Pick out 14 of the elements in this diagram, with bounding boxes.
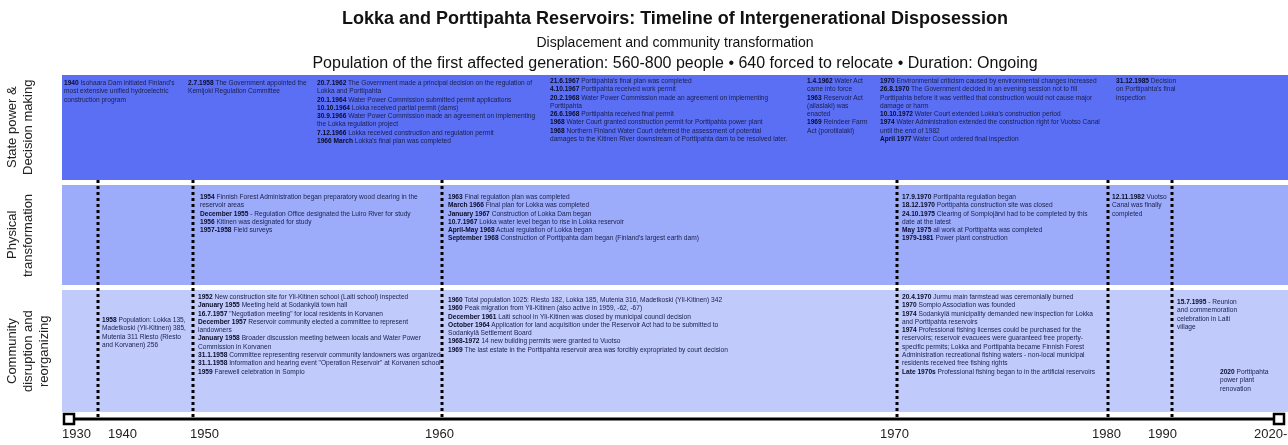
lane-heading: Community disruption and reorganizing	[4, 309, 52, 394]
lane-heading: Physical transformation	[4, 192, 36, 279]
subtitle: Displacement and community transformation	[535, 34, 815, 50]
year-label: 1970	[880, 426, 909, 441]
year-label: 1990	[1148, 426, 1177, 441]
year-label: 1960	[425, 426, 454, 441]
subtitle: Population of the first affected generation: 560-800 people • 640 forced to relocate • Duration: Ongoing	[311, 54, 1039, 72]
year-label: 1930	[62, 426, 91, 441]
year-label: 1940	[108, 426, 137, 441]
year-label: 1980	[1092, 426, 1121, 441]
lane-heading: State power & Decision making	[4, 78, 36, 178]
year-label: 2020-	[1254, 426, 1288, 441]
diagram-title: Lokka and Porttipahta Reservoirs: Timeline of Intergenerational Disposession	[341, 8, 1009, 29]
year-label: 1950	[190, 426, 219, 441]
